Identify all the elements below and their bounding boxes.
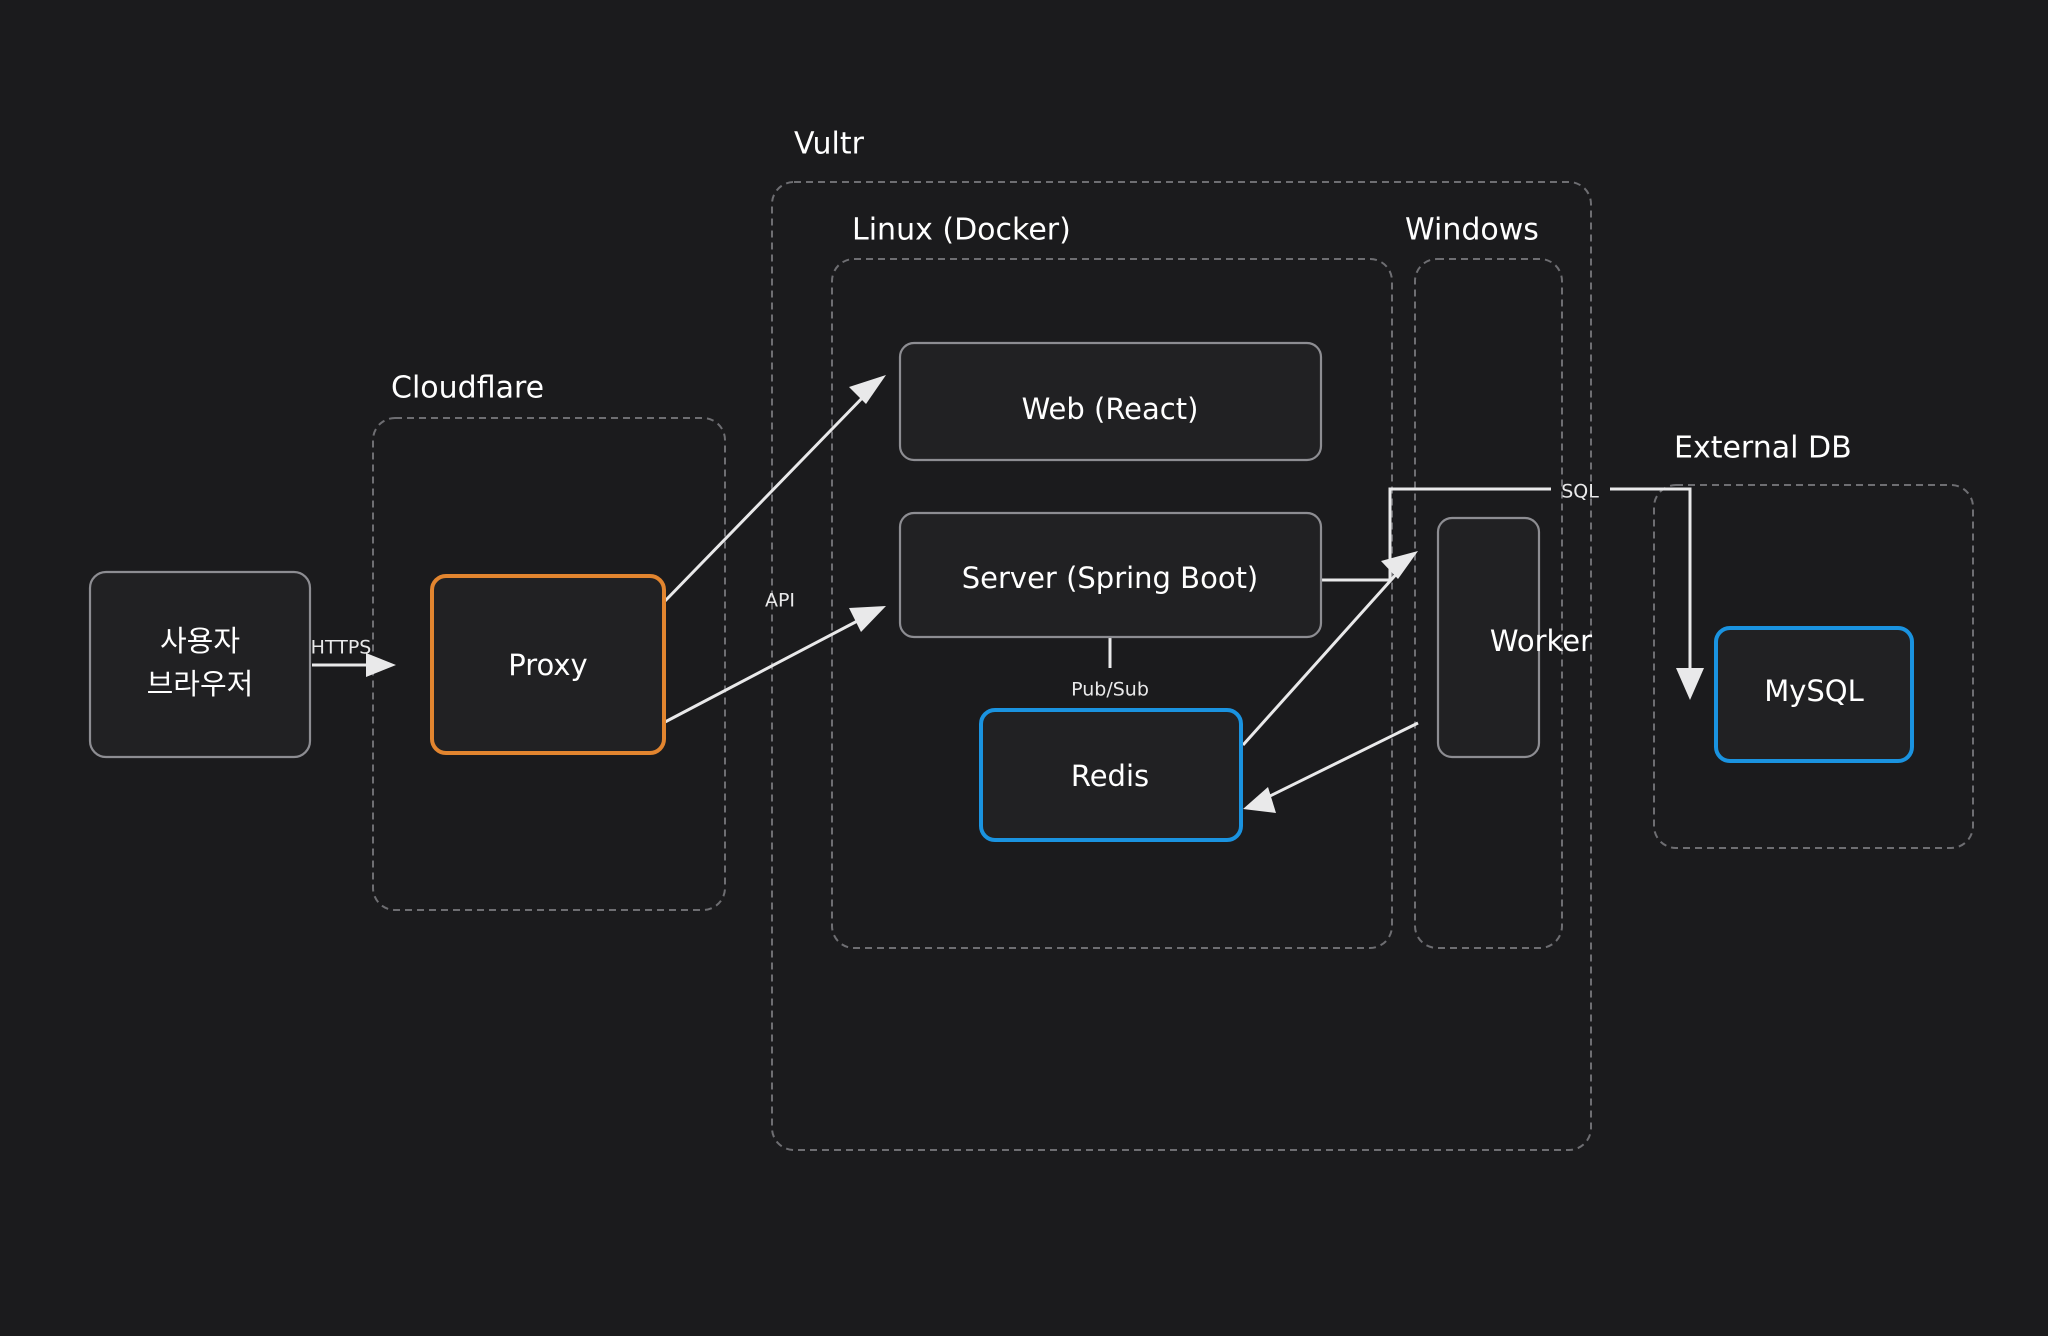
group-cloudflare-box	[372, 417, 726, 911]
node-worker[interactable]: Worker	[1436, 516, 1592, 759]
node-web-react-label: Web (React)	[1022, 392, 1199, 426]
node-mysql[interactable]: MySQL	[1714, 626, 1914, 763]
edge-server-mysql-line-right	[1610, 487, 1692, 670]
node-browser-label-line1: 사용자	[160, 624, 240, 658]
edge-proxy-web	[663, 375, 886, 603]
edge-server-redis-label: Pub/Sub	[1071, 679, 1149, 701]
edge-redis-worker-arrowhead	[1381, 551, 1418, 579]
node-worker-label: Worker	[1490, 624, 1592, 658]
edge-browser-proxy: HTTPS	[311, 637, 396, 677]
edge-worker-redis-arrowhead	[1243, 787, 1276, 813]
group-linux-docker-label: Linux (Docker)	[852, 213, 1071, 248]
group-windows-box	[1414, 258, 1563, 949]
edge-worker-redis-line	[1267, 721, 1419, 799]
node-redis-box[interactable]	[979, 708, 1243, 842]
group-external-db-label: External DB	[1674, 431, 1852, 466]
edge-server-mysql: SQL	[1322, 481, 1704, 700]
edge-proxy-server-label: API	[765, 590, 795, 612]
node-browser-label-line2: 브라우저	[147, 667, 254, 701]
edge-redis-worker-line	[1241, 568, 1402, 747]
node-browser-box[interactable]	[88, 570, 312, 759]
node-mysql-box[interactable]	[1714, 626, 1914, 763]
edge-proxy-server: API	[664, 590, 886, 724]
node-browser[interactable]: 사용자 브라우저	[88, 570, 312, 759]
node-server-spring-boot-box[interactable]	[898, 511, 1323, 639]
group-linux-docker-box	[831, 258, 1393, 949]
group-external-db: External DB	[1653, 431, 1974, 849]
group-cloudflare: Cloudflare	[372, 371, 726, 911]
edge-proxy-web-line	[663, 390, 870, 603]
node-web-react[interactable]: Web (React)	[898, 341, 1323, 462]
node-redis[interactable]: Redis	[979, 708, 1243, 842]
group-vultr-label: Vultr	[794, 127, 865, 162]
node-proxy[interactable]: Proxy	[430, 574, 666, 755]
edge-server-mysql-arrowhead	[1676, 668, 1704, 700]
edge-proxy-server-line	[664, 615, 866, 724]
node-proxy-label: Proxy	[508, 648, 587, 682]
edge-browser-proxy-label: HTTPS	[311, 637, 372, 659]
group-external-db-box	[1653, 484, 1974, 849]
edge-worker-redis	[1243, 721, 1419, 813]
edge-redis-worker	[1241, 551, 1418, 747]
edge-proxy-web-arrowhead	[849, 375, 886, 404]
edge-browser-proxy-arrowhead	[366, 653, 396, 677]
node-worker-box[interactable]	[1436, 516, 1541, 759]
group-windows-label: Windows	[1405, 213, 1539, 248]
group-cloudflare-label: Cloudflare	[391, 371, 544, 406]
edge-proxy-server-arrowhead	[849, 606, 886, 632]
node-server-spring-boot-label: Server (Spring Boot)	[962, 561, 1259, 595]
node-server-spring-boot[interactable]: Server (Spring Boot)	[898, 511, 1323, 639]
node-mysql-label: MySQL	[1764, 674, 1864, 708]
group-linux-docker: Linux (Docker)	[831, 213, 1393, 949]
node-proxy-box[interactable]	[430, 574, 666, 755]
edge-server-redis: Pub/Sub	[1071, 638, 1149, 701]
node-web-react-box[interactable]	[898, 341, 1323, 462]
group-windows: Windows	[1405, 213, 1563, 949]
edge-server-mysql-label: SQL	[1561, 481, 1599, 503]
node-redis-label: Redis	[1071, 759, 1149, 793]
edge-server-mysql-line-left	[1322, 487, 1551, 582]
